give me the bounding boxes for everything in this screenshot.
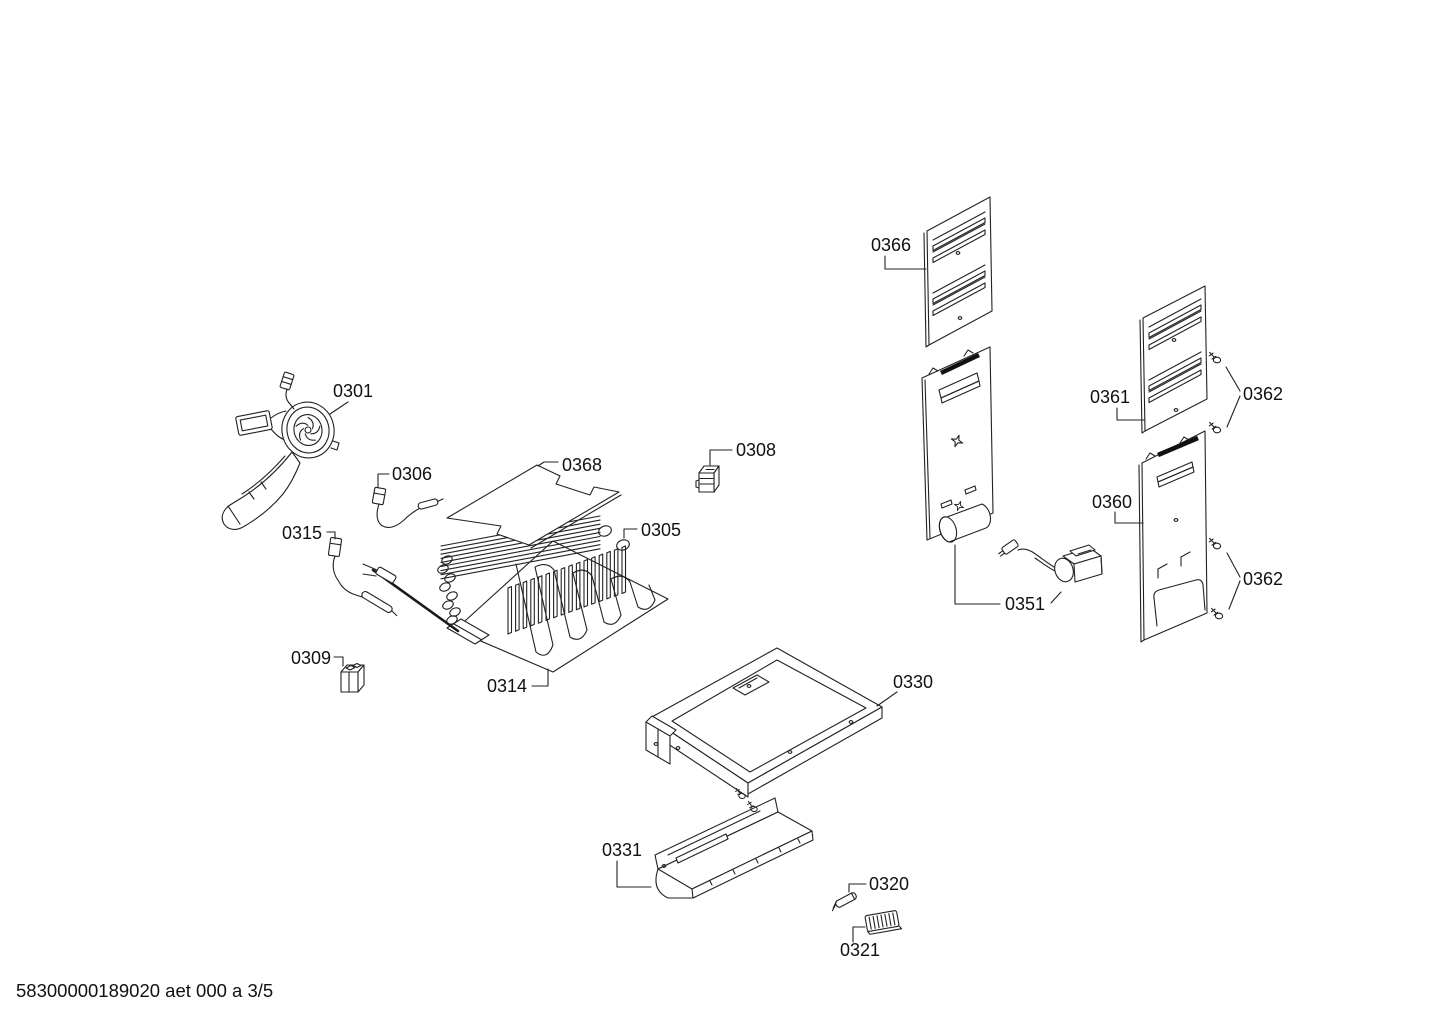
part-label-0351: 0351 [1005,594,1045,614]
leader-line-0314 [531,668,549,687]
leader-line-0362a [1226,395,1241,428]
part-0331-bottom-panel: 0331 [602,787,814,899]
leader-line-0351 [954,544,1001,605]
part-label-0308: 0308 [736,440,776,460]
part-label-0330: 0330 [893,672,933,692]
leader-line-0306 [377,473,390,489]
part-0321-grille-insert: 0321 [840,910,903,960]
part-label-0362: 0362 [1243,384,1283,404]
part-label-0368: 0368 [562,455,602,475]
connector [371,486,387,506]
damper-connector [998,539,1019,557]
part-label-0301: 0301 [333,381,373,401]
part-0308-connector-block: 0308 [695,440,776,493]
leader-line-0321 [852,926,866,943]
document-number: 58300000189020 aet 000 a 3/5 [16,980,273,1001]
part-label-0320: 0320 [869,874,909,894]
part-label-0361: 0361 [1090,387,1130,407]
part-label-0309: 0309 [291,648,331,668]
part-0330-drip-tray: 0330 [645,647,933,798]
part-label-0321: 0321 [840,940,880,960]
screw-icon [1208,351,1222,364]
leader-line-0362b [1228,580,1241,610]
part-label-0331: 0331 [602,840,642,860]
part-0315-sensor-wire: 0315 [282,523,398,617]
fan-housing [281,401,335,459]
vent-louvers [932,211,986,317]
part-label-0366: 0366 [871,235,911,255]
sensor-probe [417,498,444,510]
part-0362-screws-upper: 0362 [1208,351,1283,434]
part-label-0315: 0315 [282,523,322,543]
panel-boss [1153,579,1206,627]
part-label-0360: 0360 [1092,492,1132,512]
leader-line-0305 [623,528,638,539]
tube-ubend-right [616,539,630,551]
leader-line-0360 [1114,511,1144,524]
part-0320-screw: 0320 [831,874,909,912]
part-0309-switch: 0309 [291,648,365,693]
fan-connector [279,371,295,391]
screw-icon [1208,537,1222,550]
leader-line-0366 [884,255,927,270]
damper-unit [998,539,1103,583]
leader-line-0308 [709,449,733,466]
leader-line-0330 [876,691,898,707]
damper-housing-cylinder [938,503,991,543]
leader-line-0361 [1116,407,1145,421]
vent-louvers [1148,298,1202,404]
part-0301-fan-assembly: 0301 [221,371,373,530]
leader-line-0362a [1225,366,1241,392]
screw-icon [1208,421,1222,434]
leader-line-0301 [329,401,349,415]
panel-front-lip [691,830,814,899]
connector [327,536,343,558]
leader-line-0331 [616,860,652,888]
part-0366-vent-panel: 0366 [871,196,993,348]
part-0351-air-damper-assembly: 0351 [921,346,1103,614]
fan-wheel [295,416,323,444]
part-0361-vent-panel: 0361 [1090,285,1208,434]
fan-mount-bracket [235,410,273,436]
leader-line-0320 [848,883,867,893]
part-0360-rear-panel: 0360 [1092,430,1208,643]
leader-line-0368 [537,461,559,467]
tray-floor [671,659,867,773]
part-0306-sensor-wire: 0306 [371,464,444,529]
part-label-0306: 0306 [392,464,432,484]
part-0368-cover-panel: 0368 [446,455,622,549]
fan-duct [221,451,301,530]
part-label-0314: 0314 [487,676,527,696]
part-label-0305: 0305 [641,520,681,540]
cover-plate [446,464,620,546]
screw-icon [1210,607,1224,620]
part-label-0362b: 0362 [1243,569,1283,589]
leader-line-0351b [1050,591,1062,604]
leader-line-0309 [333,656,344,667]
part-0362-screws-lower: 0362 [1208,537,1283,620]
sensor-probe [361,590,398,617]
leader-line-0315 [326,531,336,540]
tube-ubend-right [598,525,612,537]
leader-line-0362b [1226,552,1241,578]
